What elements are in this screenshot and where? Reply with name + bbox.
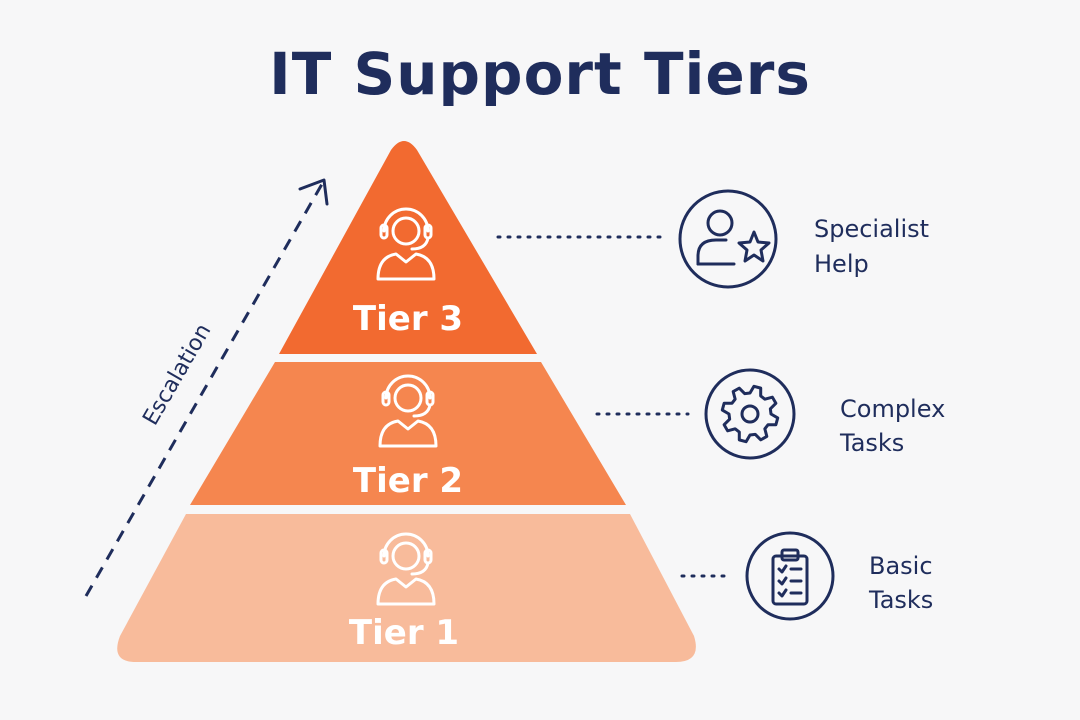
clipboard-checklist-icon <box>745 531 835 621</box>
escalation-arrow <box>84 178 329 597</box>
escalation-arrow-head <box>298 178 329 206</box>
tier-2-category-line2: Tasks <box>839 429 904 457</box>
tier-2-segment <box>190 362 626 505</box>
tier-2-label: Tier 2 <box>353 461 463 501</box>
escalation-label: Escalation <box>138 320 216 430</box>
tier-2-category-line1: Complex <box>840 395 945 423</box>
tier-3-category-line2: Help <box>814 250 869 278</box>
headset-agent-icon <box>376 532 436 606</box>
tier-1-category-line1: Basic <box>869 552 933 580</box>
tier-1-label: Tier 1 <box>349 613 459 653</box>
headset-agent-icon <box>376 207 436 281</box>
headset-agent-icon <box>378 374 438 448</box>
user-star-icon <box>678 189 778 289</box>
escalation-arrow-line <box>84 183 324 597</box>
tier-3-segment <box>279 141 537 354</box>
page-title: IT Support Tiers <box>269 40 811 108</box>
tier-1-category-line2: Tasks <box>868 586 933 614</box>
tier-3-label: Tier 3 <box>353 299 463 339</box>
tier-3-category-line1: Specialist <box>814 215 929 243</box>
gear-icon <box>704 368 796 460</box>
